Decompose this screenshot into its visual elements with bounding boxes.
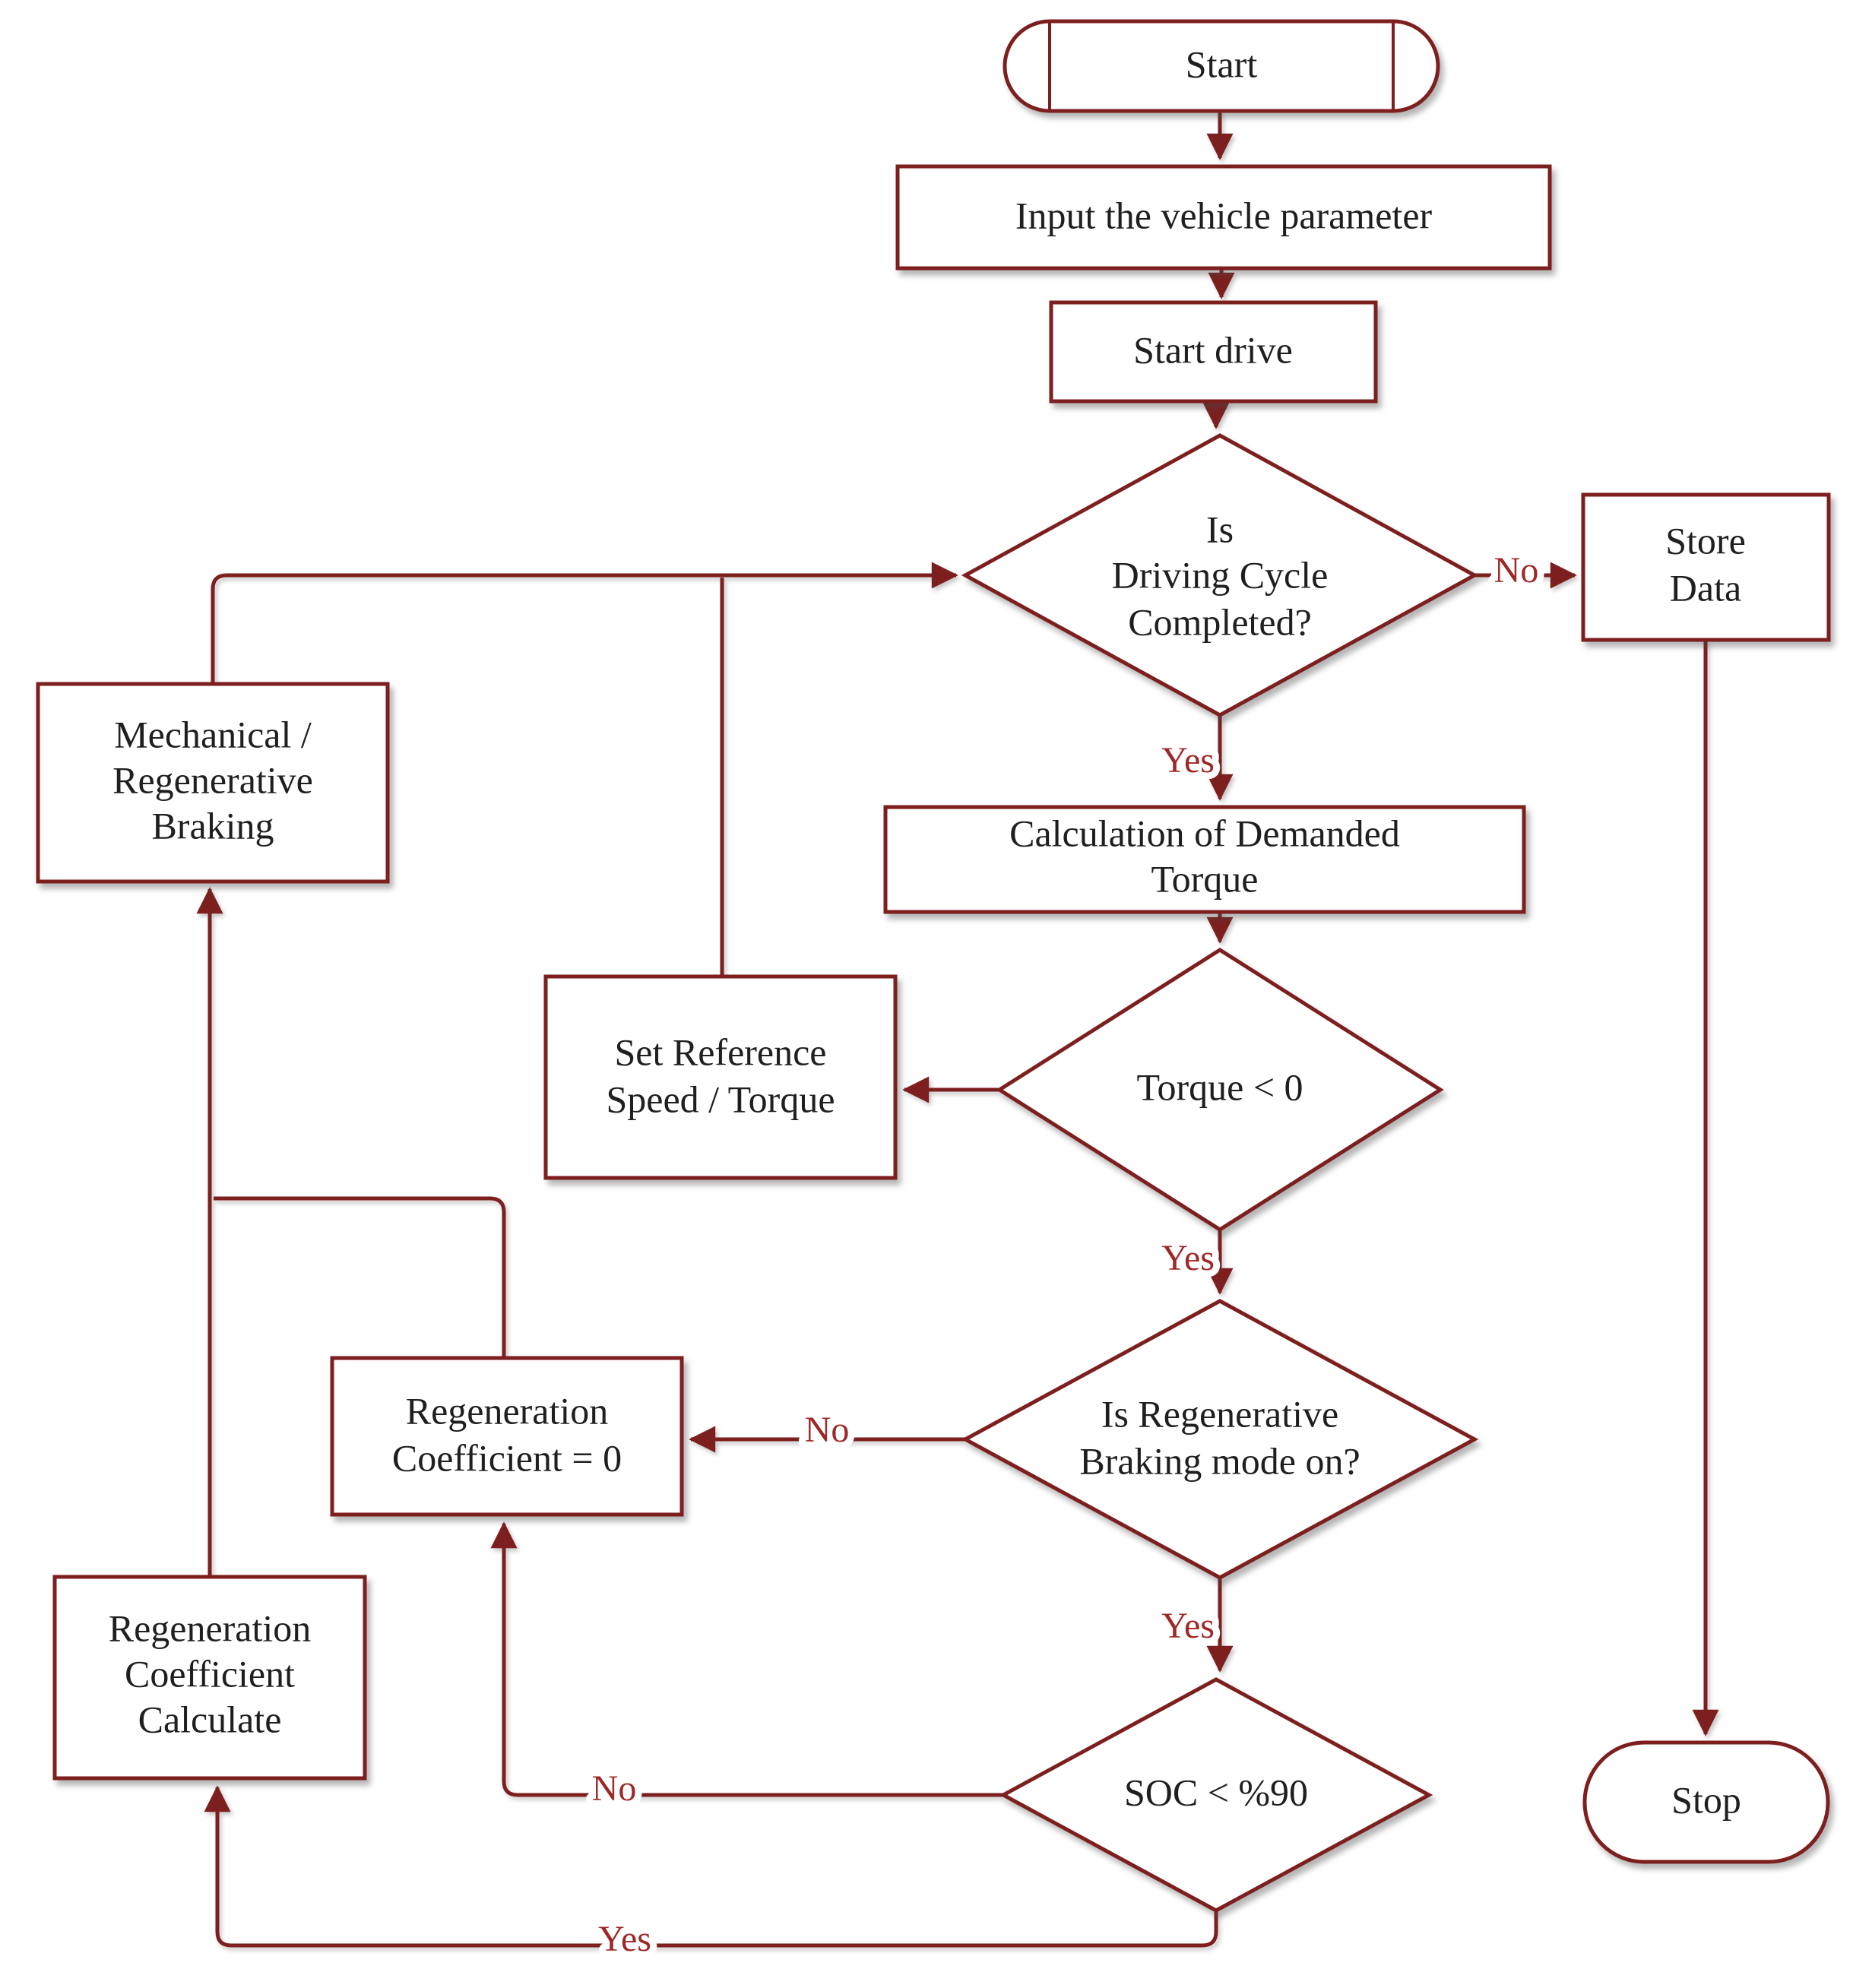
torque-diamond bbox=[996, 948, 1444, 1232]
edge-labels: No Yes Yes No Yes No Yes bbox=[585, 543, 1546, 1966]
stop-label: Stop bbox=[1671, 1778, 1741, 1821]
node-input-vehicle-parameter: Input the vehicle parameter bbox=[895, 164, 1552, 271]
driving-cycle-line2: Driving Cycle bbox=[1112, 553, 1329, 596]
store-data-box bbox=[1581, 492, 1831, 642]
node-start: Start bbox=[1003, 19, 1440, 113]
label-regen-no: No bbox=[805, 1410, 850, 1450]
node-set-reference: Set Reference Speed / Torque bbox=[543, 974, 898, 1180]
regen-coeff-calculate-box bbox=[52, 1575, 367, 1781]
node-mechanical-regen-braking: Mechanical / Regenerative Braking bbox=[36, 682, 390, 884]
torque-label: Torque < 0 bbox=[1136, 1065, 1303, 1108]
mechanical-braking-line1: Mechanical / bbox=[114, 713, 312, 755]
set-reference-box bbox=[543, 974, 898, 1180]
set-reference-line2: Speed / Torque bbox=[606, 1078, 835, 1120]
node-soc-decision: SOC < %90 bbox=[999, 1677, 1433, 1913]
label-cycle-yes: Yes bbox=[1161, 740, 1215, 780]
node-regen-mode-decision: Is Regenerative Braking mode on? bbox=[961, 1299, 1479, 1580]
node-regen-coeff-calculate: Regeneration Coefficient Calculate bbox=[52, 1575, 367, 1781]
regen-coeff-calculate-line3: Calculate bbox=[138, 1698, 282, 1740]
label-torque-yes: Yes bbox=[1161, 1238, 1215, 1278]
node-store-data: Store Data bbox=[1581, 492, 1831, 642]
regen-mode-diamond bbox=[961, 1299, 1479, 1580]
regen-mode-line2: Braking mode on? bbox=[1079, 1439, 1360, 1482]
regen-coeff-zero-box bbox=[330, 1356, 684, 1517]
soc-diamond bbox=[999, 1677, 1433, 1913]
start-drive-label: Start drive bbox=[1133, 328, 1293, 371]
store-data-line1: Store bbox=[1665, 519, 1746, 562]
node-torque-decision: Torque < 0 bbox=[996, 948, 1444, 1232]
edge-mechanical-to-cycle bbox=[211, 562, 958, 684]
edge-soc-yes-to-regencalc bbox=[204, 1785, 1218, 1948]
mechanical-braking-box bbox=[36, 682, 390, 884]
node-regen-coeff-zero: Regeneration Coefficient = 0 bbox=[330, 1356, 684, 1517]
regen-coeff-calculate-line1: Regeneration bbox=[109, 1607, 312, 1649]
mechanical-braking-line3: Braking bbox=[151, 804, 274, 847]
calc-torque-line2: Torque bbox=[1151, 857, 1259, 900]
regen-coeff-zero-line1: Regeneration bbox=[406, 1389, 609, 1432]
regen-coeff-calculate-line2: Coefficient bbox=[125, 1652, 295, 1695]
soc-label: SOC < %90 bbox=[1124, 1771, 1308, 1813]
driving-cycle-diamond bbox=[961, 433, 1479, 717]
store-data-line2: Data bbox=[1670, 566, 1741, 609]
start-label: Start bbox=[1186, 43, 1258, 85]
start-terminator-shape bbox=[1003, 19, 1440, 113]
calc-torque-line1: Calculation of Demanded bbox=[1009, 812, 1400, 854]
node-calc-demanded-torque: Calculation of Demanded Torque bbox=[883, 805, 1526, 914]
regen-coeff-zero-line2: Coefficient = 0 bbox=[392, 1436, 622, 1479]
label-cycle-no: No bbox=[1494, 550, 1539, 590]
driving-cycle-line1: Is bbox=[1206, 508, 1234, 550]
node-stop: Stop bbox=[1582, 1740, 1830, 1864]
node-driving-cycle-decision: Is Driving Cycle Completed? bbox=[961, 433, 1479, 717]
flow-edges bbox=[196, 111, 1719, 1948]
stop-terminator-shape bbox=[1582, 1740, 1830, 1864]
node-start-drive: Start drive bbox=[1049, 300, 1378, 404]
regen-mode-line1: Is Regenerative bbox=[1101, 1392, 1338, 1435]
edge-soc-no-to-regenzero bbox=[490, 1521, 1003, 1797]
label-soc-yes: Yes bbox=[598, 1919, 651, 1959]
edge-regenzero-to-bus bbox=[214, 1196, 506, 1358]
set-reference-line1: Set Reference bbox=[614, 1030, 826, 1073]
input-label: Input the vehicle parameter bbox=[1015, 194, 1433, 236]
input-box bbox=[895, 164, 1552, 271]
calc-torque-box bbox=[883, 805, 1526, 914]
start-drive-box bbox=[1049, 300, 1378, 404]
label-soc-no: No bbox=[592, 1768, 637, 1809]
label-regen-yes: Yes bbox=[1161, 1606, 1215, 1646]
driving-cycle-line3: Completed? bbox=[1128, 600, 1312, 643]
mechanical-braking-line2: Regenerative bbox=[112, 758, 313, 801]
